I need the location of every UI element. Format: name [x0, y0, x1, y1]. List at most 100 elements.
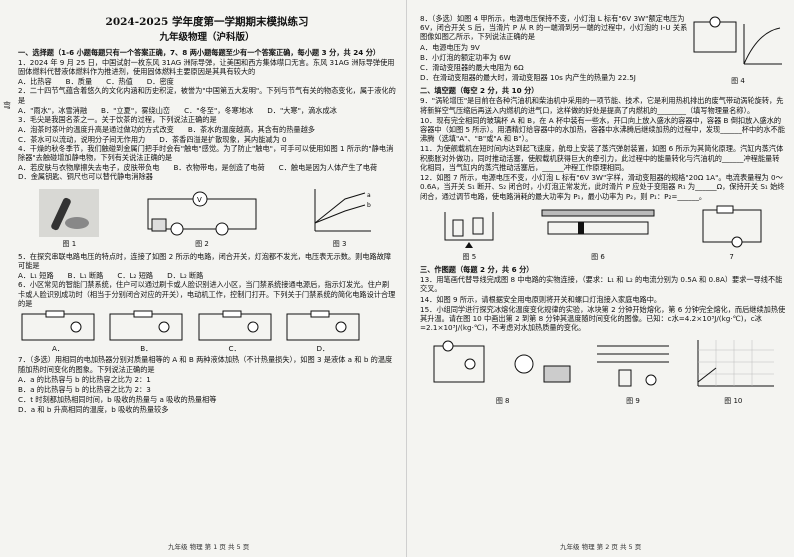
option: B．a 的比热容与 b 的比热容之比为 2：3 [18, 385, 151, 395]
option: D．密度 [146, 77, 174, 87]
figure-1: 图 1 [39, 188, 100, 249]
option: C．"冬至"，冬寒地冰 [184, 105, 254, 115]
option: B． [140, 344, 153, 354]
option: B．L₁ 断路 [67, 271, 104, 281]
option: D．L₂ 断路 [167, 271, 204, 281]
option: D． [316, 344, 330, 354]
option: C．热值 [106, 77, 133, 87]
question-2-options: A．"雨水"，冰雪消融 B．"立夏"，雾绕山峦 C．"冬至"，冬寒地冰 D．"大… [18, 106, 396, 115]
page-2-footer: 九年级 物理 第 2 页 共 5 页 [560, 542, 642, 551]
boiling-cups-diagram [444, 211, 494, 248]
question-1: 1．2024 年 9 月 25 日，中国试射一枚东风 31AG 洲际导弹，让美国… [18, 57, 395, 77]
figure-7-caption: 7 [729, 253, 734, 262]
option: D．"大寒"，滴水成冰 [267, 105, 337, 115]
figure-2: V 图 2 [142, 189, 262, 249]
section-1-title: 一、选择题（1-6 小题每题只有一个答案正确，7、8 两小题每题至少有一个答案正… [18, 47, 381, 57]
question-3-options: A．泡茶时茶叶的温度升高是通过做功的方式改变 B．茶水的温度越高，其含有的热量越… [18, 125, 396, 143]
option: C．茶水可以流动，说明分子间无作用力 [18, 134, 146, 144]
option: B．"立夏"，雾绕山峦 [101, 105, 171, 115]
option: D．金属钥匙、铜尺也可以替代静电消除器 [18, 172, 153, 182]
page-1: 2024-2025 学年度第一学期期末模拟练习 九年级物理（沪科版） 一、选择题… [18, 0, 396, 557]
option: C． [228, 344, 241, 354]
question-10: 10．现有完全相同的玻璃杯 A 和 B，在 A 杯中装有一些水，开口向上放入盛水… [420, 115, 785, 144]
figures-8-10: 图 8 图 9 [420, 336, 786, 406]
figure-6-caption: 图 6 [591, 253, 605, 262]
option: C．L₂ 短路 [117, 271, 154, 281]
option: D．a 和 b 升高相同的温度，b 吸收的热量较多 [18, 405, 169, 415]
option: C．滑动变阻器的最大电阻为 6Ω [420, 63, 524, 73]
figure-3: a b 图 3 [305, 185, 375, 249]
temperature-time-graph: a b [314, 188, 371, 232]
circuit-option-d: D． [283, 310, 363, 353]
option: A．L₁ 短路 [18, 271, 54, 281]
wiring-diagram [433, 340, 571, 382]
page-divider [406, 0, 407, 557]
figure-3-caption: 图 3 [332, 239, 347, 248]
series-circuit-diagram: V [147, 191, 257, 236]
circuit-option-b: B． [106, 310, 186, 353]
question-5-options: A．L₁ 短路 B．L₁ 断路 C．L₂ 短路 D．L₂ 断路 [18, 271, 396, 280]
option: A．比热容 [18, 77, 52, 87]
question-11: 11．为使舰载机在短时间内达到起飞速度，航母上安装了蒸汽弹射装置，如图 6 所示… [420, 144, 784, 172]
figures-5-7: 图 5 图 6 7 [420, 204, 786, 262]
option: B．衣物带电，是创造了电荷 [173, 163, 265, 173]
exam-subtitle: 九年级物理（沪科版） [159, 32, 255, 44]
figure-2-caption: 图 2 [195, 239, 209, 248]
lamp-rheostat-circuit [702, 205, 762, 248]
question-3: 3．毛尖是我国名茶之一。关于饮茶的过程，下列说法正确的是 [18, 115, 217, 125]
question-8: 8．（多选）如图 4 甲所示，电源电压保持不变，小灯泡 L 标有"6V 3W"额… [420, 14, 688, 42]
question-12: 12．如图 7 所示，电源电压不变，小灯泡 L 标有"6V 3W"字样，滑动变阻… [420, 173, 785, 201]
page-2: 8．（多选）如图 4 甲所示，电源电压保持不变，小灯泡 L 标有"6V 3W"额… [420, 0, 786, 557]
margin-mark: 弯 [3, 101, 11, 110]
option: C．t 时刻都加热相同时间，b 吸收的热量与 a 吸收的热量相等 [18, 395, 217, 405]
question-9: 9．"涡轮增压"是目前在各种汽油机和柴油机中采用的一项节能、技术，它是利用热机排… [420, 96, 784, 115]
option: A． [51, 344, 65, 354]
figure-4: 图 4 [690, 14, 786, 86]
svg-text:a: a [367, 192, 371, 199]
figure-9-caption: 图 9 [626, 396, 640, 405]
figures-1-3: 图 1 V 图 2 a [18, 185, 396, 249]
option: B．小灯泡的额定功率为 6W [420, 52, 511, 62]
figure-10-caption: 图 10 [724, 396, 743, 405]
figure-10: 图 10 [688, 336, 778, 406]
steam-catapult-diagram [541, 209, 655, 235]
option: A．"雨水"，冰雪消融 [18, 105, 88, 115]
figure-1-caption: 图 1 [62, 239, 77, 248]
option: D．在滑动变阻器的最大时，滑动变阻器 10s 内产生的热量为 22.5J [420, 73, 636, 83]
temperature-time-grid [697, 339, 775, 386]
option: A．若皮肤与衣物摩擦失去电子，皮肤带负电 [18, 163, 160, 173]
figure-7: 7 [697, 204, 767, 262]
circuit-option-a: A． [18, 310, 98, 353]
question-6: 6．小区常见的智能门禁系统，住户可以通过刷卡或人脸识别进入小区，当门禁系统接通电… [18, 280, 396, 308]
figure-8: 图 8 [428, 336, 578, 406]
exam-title: 2024-2025 学年度第一学期期末模拟练习 [105, 16, 309, 28]
page-1-footer: 九年级 物理 第 1 页 共 5 页 [168, 542, 250, 551]
question-8-block: 8．（多选）如图 4 甲所示，电源电压保持不变，小灯泡 L 标有"6V 3W"额… [420, 14, 786, 86]
question-4: 4．干燥的秋冬季节，我们触碰到金属门把手时会有"触电"感觉。为了防止"触电"，可… [18, 143, 394, 162]
circuit-and-iu-graph [693, 16, 782, 65]
question-1-options: A．比热容 B．质量 C．热值 D．密度 [18, 77, 396, 86]
circuit-option-c: C． [195, 310, 275, 353]
question-5: 5．在探究串联电路电压的特点时，连接了如图 2 所示的电路，闭合开关，灯泡都不发… [18, 251, 392, 271]
option: A．电源电压为 9V [420, 42, 480, 52]
question-2: 2．二十四节气蕴含着悠久的文化内涵和历史积淀，被誉为"中国第五大发明"。下列与节… [18, 86, 396, 105]
option: A．a 的比热容与 b 的比热容之比为 2：1 [18, 374, 151, 384]
svg-text:b: b [367, 202, 371, 209]
question-6-circuits: A． B． C． D． [18, 310, 396, 353]
figure-8-caption: 图 8 [495, 396, 510, 405]
figure-9: 图 9 [593, 336, 673, 406]
question-4-options: A．若皮肤与衣物摩擦失去电子，皮肤带负电 B．衣物带电，是创造了电荷 C．触电是… [18, 163, 396, 181]
section-2-title: 二、填空题（每空 2 分，共 10 分） [420, 86, 539, 96]
figure-5: 图 5 [439, 204, 499, 262]
figure-5-caption: 图 5 [462, 253, 477, 262]
option: A．泡茶时茶叶的温度升高是通过做功的方式改变 [18, 125, 174, 135]
option: B．茶水的温度越高，其含有的热量越多 [187, 125, 315, 135]
question-7: 7．（多选）用相同的电加热器分别对质量相等的 A 和 B 两种液体加热（不计热量… [18, 355, 393, 374]
static-eliminator-photo [39, 188, 100, 237]
svg-text:V: V [197, 196, 202, 204]
option: C．触电是因为人体产生了电荷 [278, 163, 378, 173]
question-15: 15．小组同学进行探究冰熔化温度变化规律的实验，冰块第 2 分钟开始熔化，第 6… [420, 304, 786, 333]
question-13: 13．用笔画代替导线完成图 8 中电路的实物连接，（要求：L₁ 和 L₂ 的电流… [420, 275, 783, 294]
question-14: 14．如图 9 所示，请根据安全用电原则将开关和螺口灯泡接入家庭电路中。 [420, 294, 662, 304]
